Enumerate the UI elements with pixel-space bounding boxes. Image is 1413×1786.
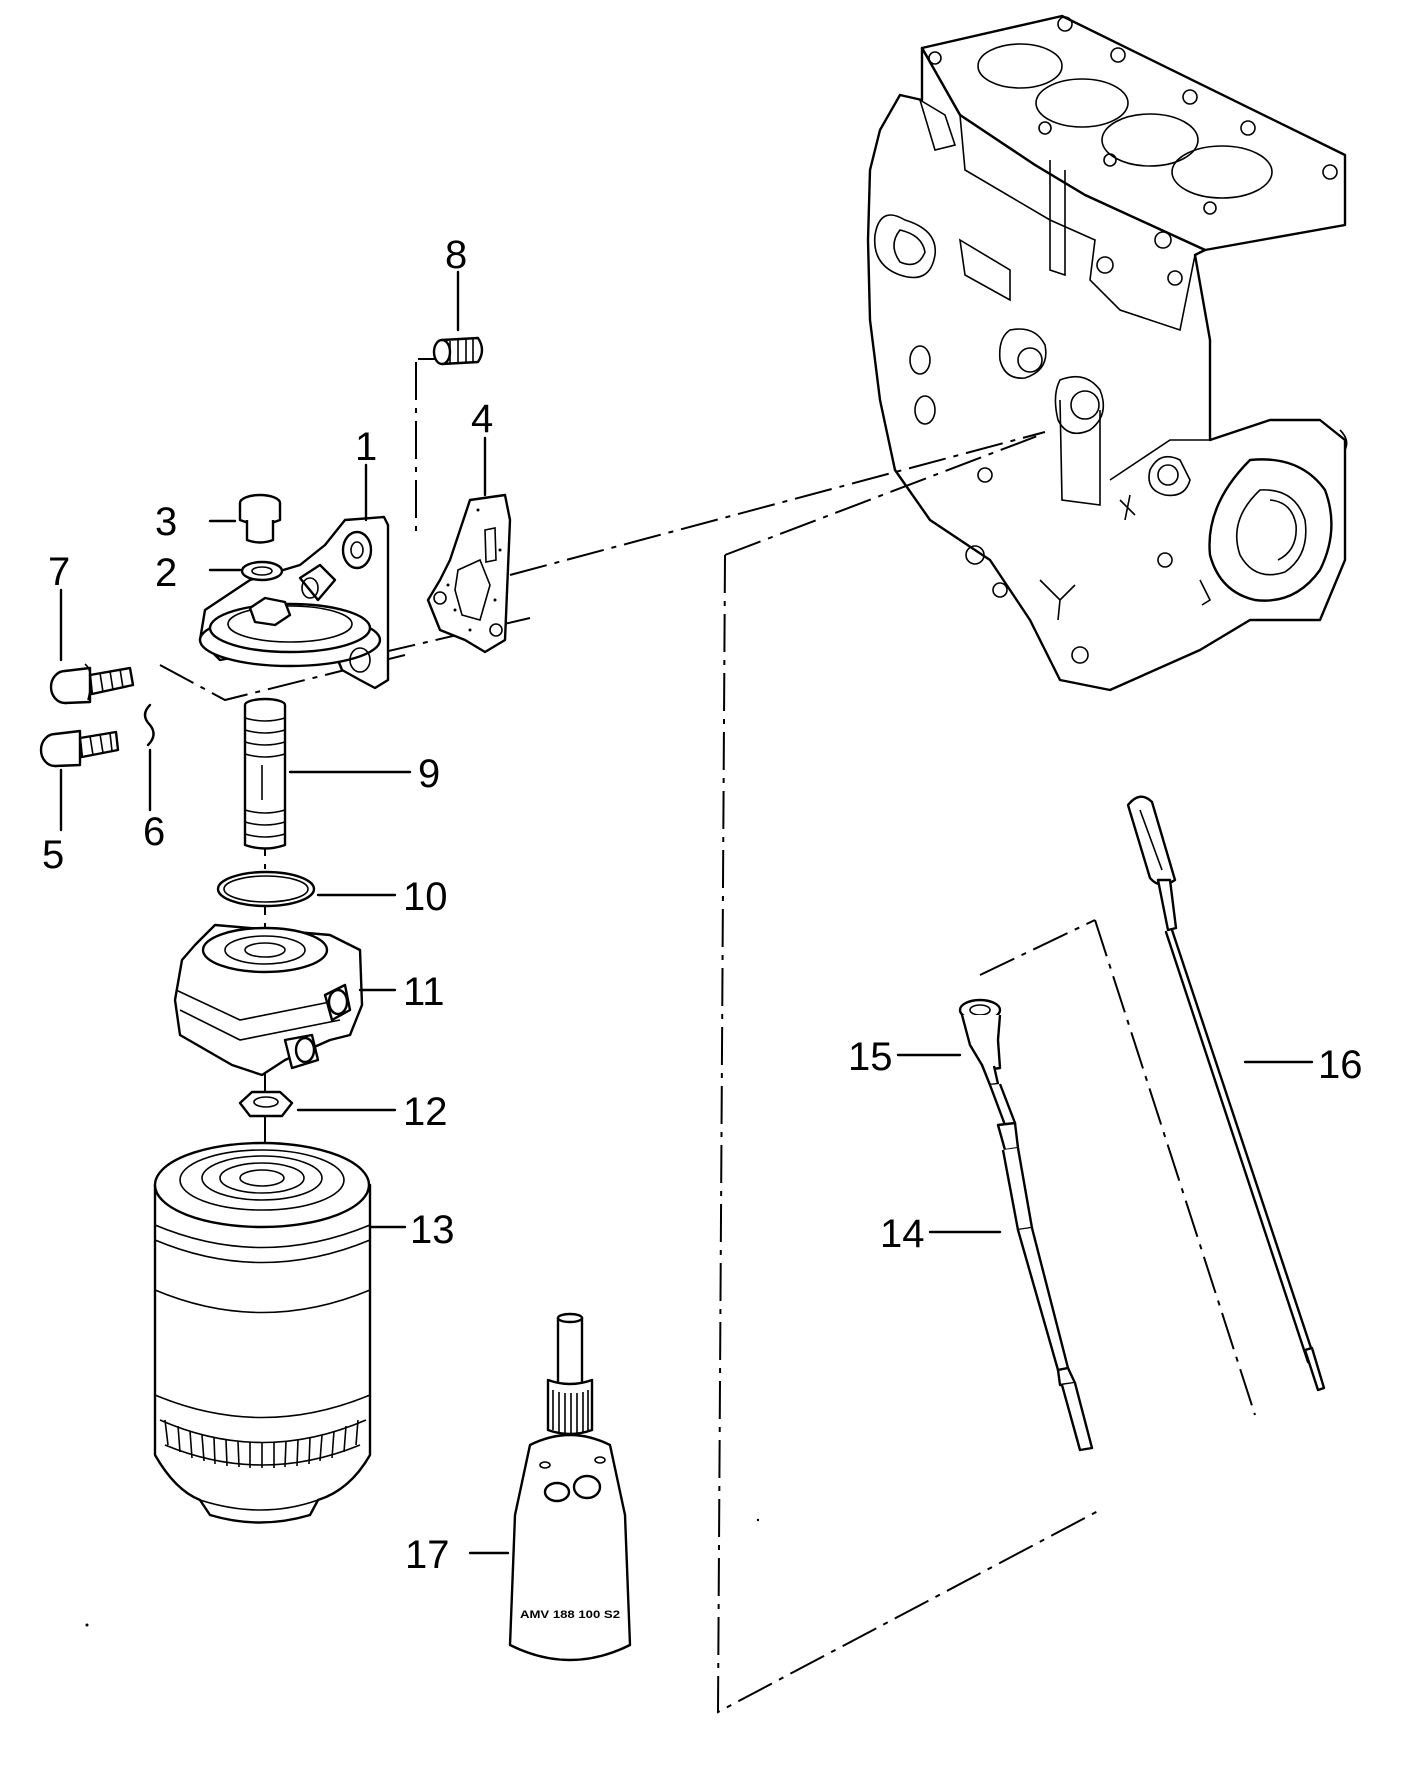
part-bracket-1	[198, 515, 390, 690]
callout-11: 11	[403, 970, 445, 1014]
callout-4: 4	[471, 397, 493, 441]
callout-15: 15	[848, 1035, 893, 1079]
part-plug-8	[432, 336, 484, 366]
callout-13: 13	[410, 1208, 455, 1252]
callout-12: 12	[403, 1090, 448, 1134]
leader-lines	[59, 270, 1314, 1555]
part-bolt-7	[49, 663, 135, 705]
callout-7: 7	[48, 550, 70, 594]
engine-block	[866, 14, 1348, 692]
callout-labels: 8 1 4 3 2 7 5 6 9 10 11 12 13 15 14 16 1…	[42, 233, 1363, 1577]
part-washer-6	[143, 703, 155, 747]
callout-16: 16	[1318, 1043, 1363, 1087]
part-bottle-17: AMV 188 100 S2	[508, 1312, 632, 1662]
bottle-label: AMV 188 100 S2	[520, 1609, 620, 1621]
part-bolt-5	[39, 729, 120, 768]
callout-10: 10	[403, 875, 448, 919]
part-nut-12	[238, 1090, 294, 1118]
callout-17: 17	[405, 1533, 450, 1577]
callout-6: 6	[143, 810, 165, 854]
part-gasket-4	[426, 493, 512, 654]
callout-8: 8	[445, 233, 467, 277]
callout-9: 9	[418, 752, 440, 796]
callout-5: 5	[42, 833, 64, 877]
callout-14: 14	[880, 1212, 925, 1256]
callout-3: 3	[155, 500, 177, 544]
part-oil-cooler-11	[173, 923, 364, 1077]
part-o-ring-10	[216, 870, 316, 908]
part-guide-tube-14	[958, 998, 1094, 1452]
part-oil-filter-13	[153, 1141, 372, 1524]
part-seal-ring-2	[240, 560, 284, 582]
part-hollow-bolt-9	[243, 697, 287, 850]
callout-2: 2	[155, 551, 177, 595]
callout-1: 1	[355, 425, 377, 469]
part-screw-3	[238, 493, 282, 544]
part-dipstick-16	[1126, 795, 1326, 1392]
